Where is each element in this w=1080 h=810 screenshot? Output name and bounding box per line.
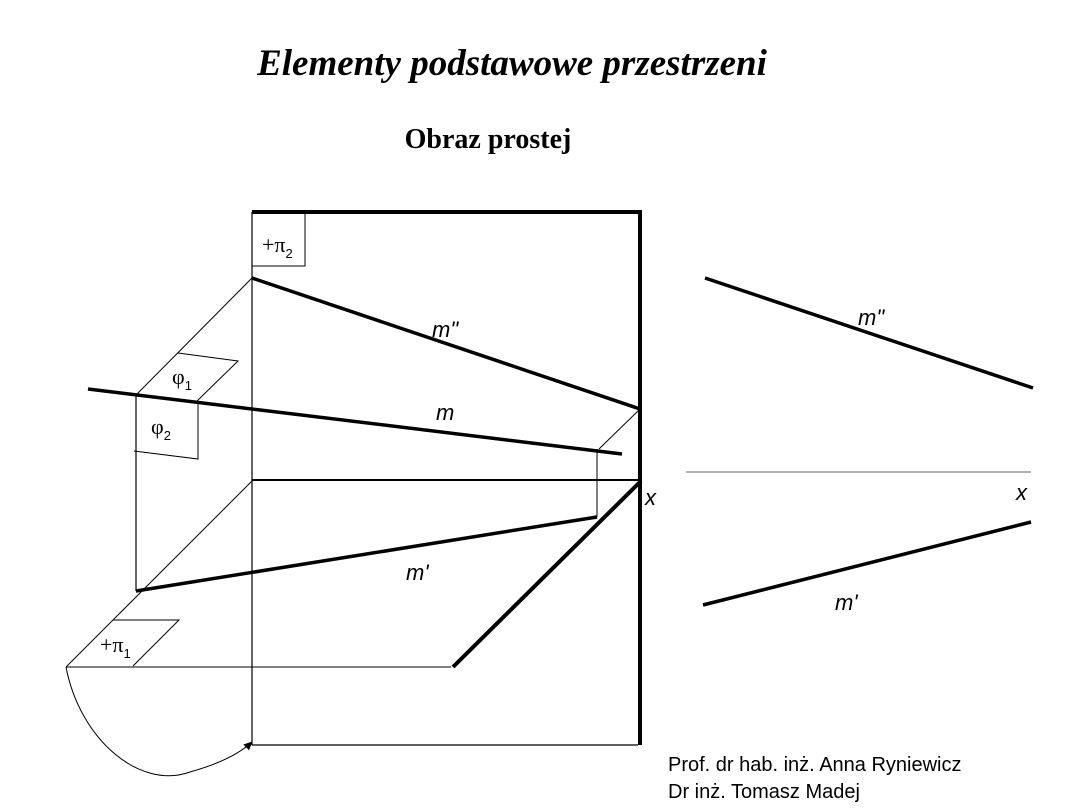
line-m2: [251, 276, 641, 411]
label-x: x: [644, 485, 657, 510]
svg-text:φ2: φ2: [151, 414, 171, 443]
plane2-label: +π: [262, 232, 286, 257]
page-title: Elementy podstawowe przestrzeni: [257, 43, 767, 84]
plane1-right-edge: [451, 479, 643, 669]
label-m: m: [436, 400, 454, 425]
credit-author-1: Prof. dr hab. inż. Anna Ryniewicz: [668, 754, 962, 776]
credit-author-2: Dr inż. Tomasz Madej: [668, 781, 860, 803]
plane1-label: +π: [100, 632, 124, 657]
phi1-subscript: 1: [185, 378, 192, 393]
label-m2: m": [432, 317, 459, 342]
phi2-label: φ: [151, 414, 164, 439]
label-m1: m': [406, 560, 429, 585]
proj-label-x: x: [1015, 480, 1028, 505]
svg-text:φ1: φ1: [172, 364, 192, 393]
svg-text:+π2: +π2: [262, 232, 293, 261]
credits: Prof. dr hab. inż. Anna Ryniewicz Dr inż…: [668, 752, 961, 806]
proj-line-m1: [702, 520, 1032, 607]
proj-line-m2: [704, 276, 1034, 390]
line-m1: [135, 515, 598, 593]
plane1-label-box: [113, 619, 181, 667]
projector-m2: [135, 277, 253, 396]
phi1-plane: [177, 352, 240, 402]
plane1-left-diag: [65, 479, 254, 668]
phi2-subscript: 2: [164, 428, 171, 443]
plane1-subscript: 1: [124, 646, 131, 661]
proj-label-m1: m': [835, 590, 858, 615]
plane2-subscript: 2: [286, 246, 293, 261]
svg-text:+π1: +π1: [100, 632, 131, 661]
page-subtitle: Obraz prostej: [404, 124, 572, 155]
phi2-plane: [133, 401, 199, 460]
spatial-diagram: [65, 210, 643, 777]
phi1-label: φ: [172, 364, 185, 389]
projector-trace-diag: [598, 408, 641, 450]
plane2-label-box: [252, 212, 306, 267]
rotation-arrow: [65, 666, 253, 777]
line-m: [87, 387, 623, 456]
projection-diagram: [686, 276, 1034, 607]
proj-label-m2: m": [858, 305, 885, 330]
